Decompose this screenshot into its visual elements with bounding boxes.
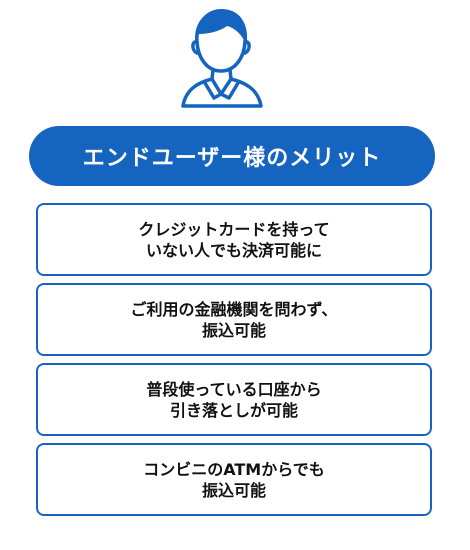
benefit-box: ご利用の金融機関を問わず、 振込可能 [36, 283, 432, 356]
benefit-text: ご利用の金融機関を問わず、 振込可能 [130, 299, 338, 340]
page-title: エンドユーザー様のメリット [82, 146, 382, 171]
benefit-text: 普段使っている口座から 引き落としが可能 [146, 379, 322, 420]
benefit-box: コンビニのATMからでも 振込可能 [36, 443, 432, 516]
benefit-text: コンビニのATMからでも 振込可能 [143, 459, 325, 500]
title-banner: エンドユーザー様のメリット [29, 126, 435, 186]
benefit-text: クレジットカードを持って いない人でも決済可能に [138, 219, 330, 260]
benefit-list: クレジットカードを持って いない人でも決済可能に ご利用の金融機関を問わず、 振… [36, 203, 432, 523]
benefit-box: 普段使っている口座から 引き落としが可能 [36, 363, 432, 436]
benefit-box: クレジットカードを持って いない人でも決済可能に [36, 203, 432, 276]
user-icon [175, 4, 267, 110]
